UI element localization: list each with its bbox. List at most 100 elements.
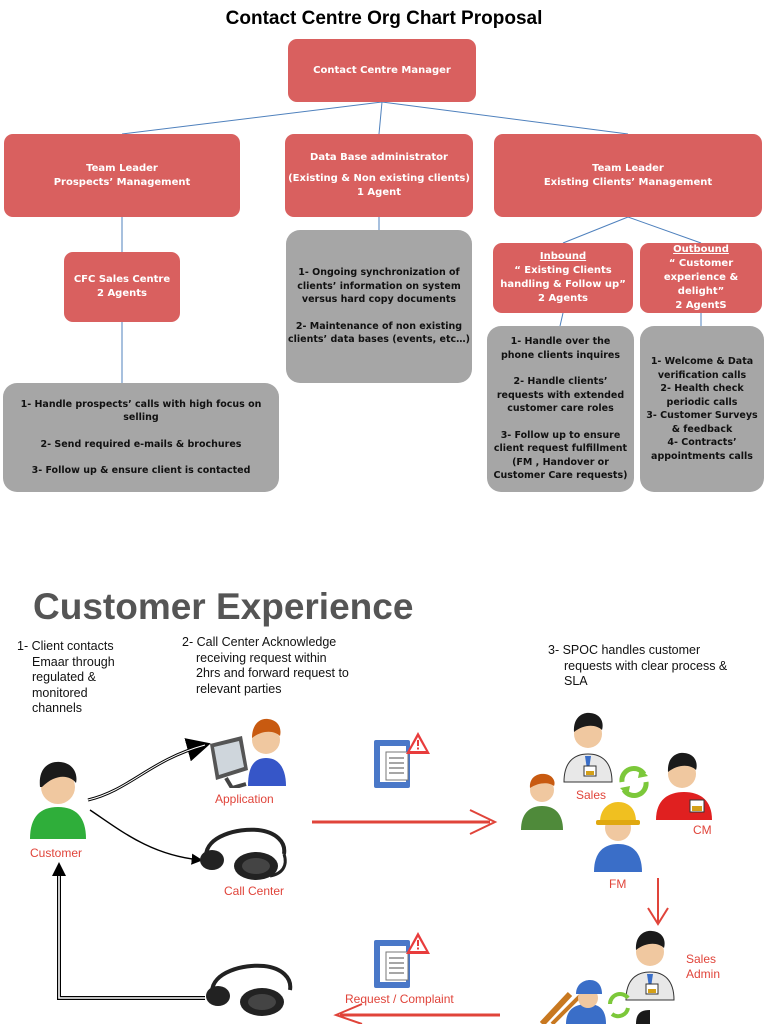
spoc-person-icon: [521, 773, 563, 830]
team-leader-prospects-box: Team Leader Prospects’ Management: [4, 134, 240, 217]
step-line: channels: [32, 701, 83, 715]
inbound-tasks-box: 1- Handle over the phone clients inquire…: [487, 326, 634, 492]
team-leader-prospects-line: Team Leader: [86, 162, 158, 174]
team-leader-existing-line: Team Leader: [592, 162, 664, 174]
fm-label: FM: [609, 877, 627, 891]
outbound-line: experience &: [663, 272, 739, 283]
task-line: verification calls: [657, 369, 747, 381]
fm-worker-icon: [594, 802, 642, 872]
task-line: Customer Care requests): [493, 470, 628, 482]
call-center-label: Call Center: [224, 884, 285, 898]
cm-label: CM: [693, 823, 712, 837]
task-line: 1- Ongoing synchronization of: [298, 267, 460, 279]
task-line: 3- Follow up to ensure: [500, 429, 621, 441]
sales-admin-label-line: Admin: [686, 967, 721, 981]
step-line: Emaar through: [32, 654, 115, 669]
outbound-line: delight”: [677, 286, 725, 297]
request-forward-arrow: [312, 809, 498, 835]
application-computer-icon: [210, 718, 286, 788]
task-line: appointments calls: [651, 450, 753, 462]
task-line: phone clients inquires: [500, 349, 621, 361]
inbound-line: “ Existing Clients: [514, 265, 612, 276]
task-line: & feedback: [671, 423, 733, 435]
step-line: 1- Client contacts: [17, 639, 114, 653]
sales-admin-label: Sales Admin: [686, 952, 720, 982]
sync-cycle-icon: [619, 766, 649, 798]
task-line: versus hard copy documents: [301, 294, 457, 306]
cfc-sales-line: CFC Sales Centre: [73, 274, 171, 285]
step-line: requests with clear process &: [564, 658, 728, 673]
sales-person-icon: [563, 712, 613, 783]
request-return-arrow: [333, 1003, 500, 1024]
outbound-line: 2 AgentS: [675, 300, 727, 311]
request-document-warning-icon: [374, 932, 430, 988]
team-leader-existing-box: Team Leader Existing Clients’ Management: [494, 134, 762, 217]
task-line: 2- Handle clients’: [513, 376, 608, 388]
task-line: clients’ data bases (events, etc…): [288, 334, 470, 346]
task-line: 1- Welcome & Data: [650, 356, 754, 367]
task-line: 1- Handle over the: [510, 336, 611, 348]
outbound-tasks-box: 1- Welcome & Data verification calls 2- …: [640, 326, 764, 492]
step-line: monitored: [32, 685, 88, 700]
inbound-line: handling & Follow up”: [500, 279, 626, 290]
application-label: Application: [215, 792, 274, 806]
db-admin-box: Data Base administrator (Existing & Non …: [285, 134, 473, 217]
sales-label: Sales: [576, 788, 607, 802]
step-3-text: 3- SPOC handles customer requests with c…: [548, 643, 727, 690]
step-line: 2- Call Center Acknowledge: [182, 635, 337, 649]
manager-label: Contact Centre Manager: [313, 64, 451, 76]
inbound-box: Inbound “ Existing Clients handling & Fo…: [493, 243, 633, 313]
inbound-line: 2 Agents: [538, 293, 588, 304]
customer-to-callcenter-arrow: [89, 809, 203, 865]
manager-box: Contact Centre Manager: [288, 39, 476, 102]
team-leader-prospects-line: Prospects’ Management: [53, 176, 191, 188]
task-line: requests with extended: [496, 389, 625, 401]
task-line: 3- Customer Surveys: [646, 410, 758, 421]
task-line: clients’ information on system: [297, 280, 461, 292]
task-line: 4- Contracts’: [667, 437, 737, 448]
prospects-tasks-box: 1- Handle prospects’ calls with high foc…: [3, 383, 279, 492]
bottom-workers-icon: [540, 980, 650, 1024]
step-line: relevant parties: [196, 681, 282, 696]
task-line: 3- Follow up & ensure client is contacte…: [31, 465, 251, 476]
outbound-heading: Outbound: [673, 244, 729, 255]
outbound-line: “ Customer: [668, 258, 734, 269]
outbound-box: Outbound “ Customer experience & delight…: [640, 243, 762, 313]
request-complaint-label: Request / Complaint: [345, 992, 454, 1006]
org-chart-title: Contact Centre Org Chart Proposal: [225, 8, 543, 29]
customer-experience-title: Customer Experience: [33, 586, 414, 627]
task-line: periodic calls: [666, 396, 738, 408]
db-admin-line: Data Base administrator: [310, 152, 448, 163]
return-to-customer-arrow: [52, 862, 205, 1000]
task-line: 1- Handle prospects’ calls with high foc…: [20, 398, 262, 424]
task-line: 2- Health check: [660, 383, 744, 394]
customer-label: Customer: [30, 846, 83, 860]
step-line: receiving request within: [196, 650, 327, 665]
step-2-text: 2- Call Center Acknowledge receiving req…: [182, 635, 349, 697]
call-center-headset-icon: [200, 827, 287, 880]
task-line: (FM , Handover or: [512, 456, 609, 468]
return-headset-icon: [206, 963, 293, 1016]
sales-admin-label-line: Sales: [686, 952, 717, 966]
step-line: regulated &: [32, 670, 96, 684]
task-line: 2- Send required e-mails & brochures: [40, 438, 242, 450]
db-admin-line: 1 Agent: [356, 187, 402, 198]
step-1-text: 1- Client contacts Emaar through regulat…: [17, 639, 115, 717]
inbound-heading: Inbound: [539, 251, 587, 262]
fm-to-sales-admin-arrow: [647, 878, 669, 926]
task-line: 2- Maintenance of non existing: [295, 320, 463, 332]
cfc-sales-box: CFC Sales Centre 2 Agents: [64, 252, 180, 322]
db-tasks-box: 1- Ongoing synchronization of clients’ i…: [286, 230, 472, 383]
document-warning-icon: [374, 732, 430, 788]
org-connectors: [121, 101, 702, 383]
db-admin-line: (Existing & Non existing clients): [288, 173, 470, 184]
sales-admin-person-icon: [625, 930, 675, 1001]
customer-to-application-arrow: [87, 738, 211, 802]
task-line: customer care roles: [507, 403, 614, 415]
step-line: SLA: [564, 674, 588, 688]
task-line: client request fulfillment: [493, 443, 628, 455]
cfc-sales-line: 2 Agents: [97, 288, 147, 299]
team-leader-existing-line: Existing Clients’ Management: [543, 176, 713, 188]
customer-person-icon: [30, 761, 86, 839]
